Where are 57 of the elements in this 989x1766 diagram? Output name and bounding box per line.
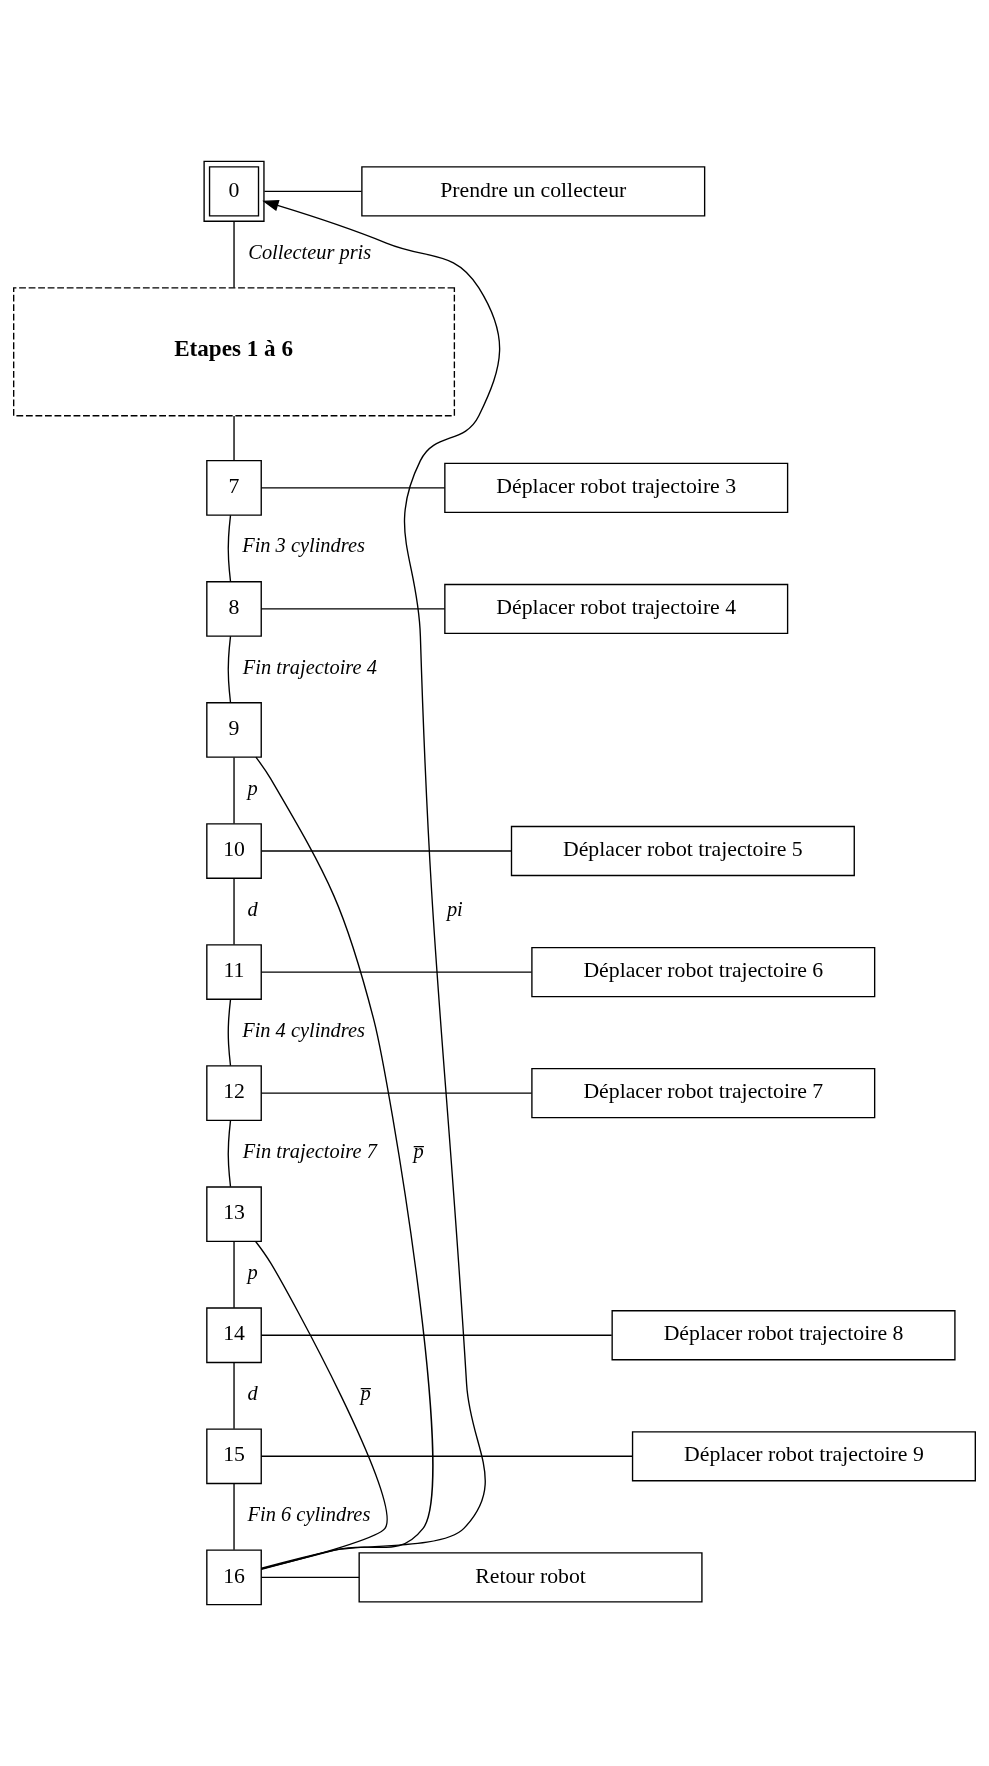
connector (260, 608, 446, 610)
connector (233, 220, 235, 289)
edge-label: p (247, 776, 258, 799)
connector (260, 1334, 613, 1336)
node-box: Déplacer robot trajectoire 4 (444, 583, 789, 635)
connector (233, 415, 235, 462)
node-box: Prendre un collecteur (361, 166, 706, 217)
node-box: 8 (206, 581, 262, 637)
edge-label: pi (446, 897, 463, 920)
edge-label: Fin trajectoire 7 (242, 1139, 377, 1162)
connector (260, 1092, 533, 1094)
connector (227, 514, 232, 583)
node-box: Déplacer robot trajectoire 7 (531, 1068, 876, 1119)
node-box: 10 (206, 823, 262, 879)
node-box: 14 (206, 1307, 262, 1364)
edge-label: p̅ (413, 1139, 424, 1162)
node-box: 13 (206, 1186, 262, 1243)
connector (255, 756, 434, 1570)
connector (263, 190, 363, 193)
edge-label: p̅ (360, 1381, 371, 1404)
node-box: Retour robot (358, 1552, 703, 1603)
connector (260, 850, 512, 852)
node-box: Déplacer robot trajectoire 8 (611, 1310, 956, 1361)
edge-label: Fin 6 cylindres (247, 1502, 371, 1525)
connector (260, 1576, 360, 1579)
node-box: Déplacer robot trajectoire 3 (444, 462, 789, 514)
edge-label: d (247, 1381, 258, 1404)
node-box: 15 (206, 1428, 262, 1485)
connector (227, 998, 232, 1067)
connector (233, 1483, 235, 1551)
connector (255, 1240, 388, 1570)
node-box: 7 (206, 460, 262, 516)
node-box: 9 (206, 702, 262, 758)
node-box: Déplacer robot trajectoire 9 (631, 1431, 976, 1482)
connector (233, 1362, 235, 1430)
connector (260, 971, 533, 973)
node-box: Déplacer robot trajectoire 6 (531, 946, 876, 998)
edge-label: p (247, 1260, 258, 1283)
edge-label: Fin 3 cylindres (242, 534, 365, 557)
edge-label: Collecteur pris (248, 240, 372, 263)
connector (227, 1119, 232, 1188)
connector (233, 1241, 235, 1309)
arrow (261, 200, 501, 1569)
connector (227, 635, 232, 704)
edge-label: Fin trajectoire 4 (242, 655, 377, 678)
node-box: 11 (206, 944, 262, 1000)
connector (233, 878, 235, 946)
node-box: 16 (206, 1549, 262, 1606)
node-box: 0 (203, 160, 265, 222)
connector (233, 756, 235, 825)
edge-label: Fin 4 cylindres (242, 1018, 365, 1041)
connector (260, 487, 446, 489)
edge-label: d (247, 897, 258, 920)
node-box: Déplacer robot trajectoire 5 (510, 825, 855, 877)
node-box: 12 (206, 1065, 262, 1122)
node-box: Etapes 1 à 6 (13, 287, 456, 417)
connector (260, 1455, 633, 1457)
